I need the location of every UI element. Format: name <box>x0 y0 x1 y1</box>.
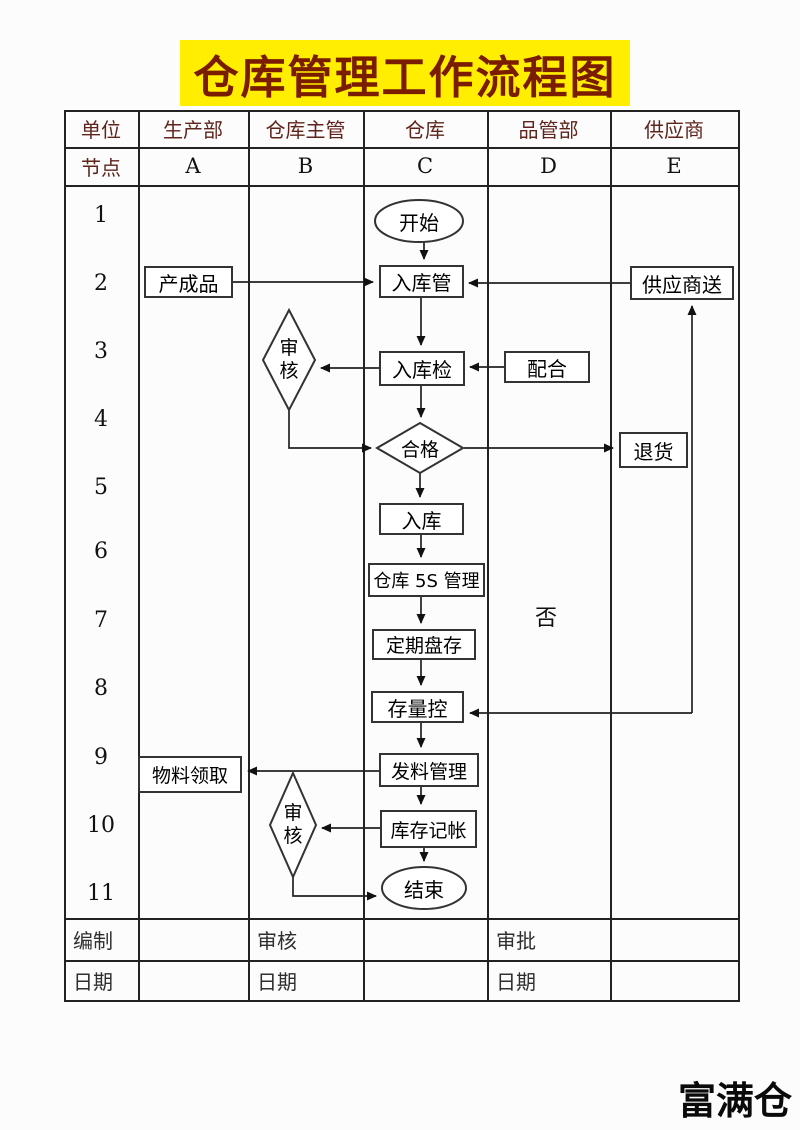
grid-hline <box>64 1000 740 1002</box>
flow-put-in-storage: 入库 <box>379 503 464 535</box>
footer-date-label: 日期 <box>257 969 297 994</box>
flow-finished-goods: 产成品 <box>144 266 233 298</box>
footer-date-label: 日期 <box>496 969 536 994</box>
row-number: 6 <box>94 538 108 564</box>
footer-reviewed-label: 审核 <box>257 928 297 953</box>
header-warehouse-supervisor: 仓库主管 <box>265 118 346 142</box>
flow-review1-label: 审核 <box>279 337 299 382</box>
grid-vline <box>487 110 489 1002</box>
flow-stock-control: 存量控 <box>371 691 464 723</box>
node-id-d: D <box>540 154 557 178</box>
qualified-decision-shape <box>375 421 465 475</box>
flow-start-label: 开始 <box>399 210 439 235</box>
flow-inbound-management: 入库管 <box>379 265 464 298</box>
header-supplier: 供应商 <box>644 118 704 142</box>
grid-hline <box>64 918 740 920</box>
start-terminator-shape <box>374 199 464 243</box>
flow-qualified-label: 合格 <box>400 438 439 461</box>
grid-hline <box>64 185 740 187</box>
row-number: 8 <box>94 675 108 701</box>
page-title: 仓库管理工作流程图 <box>193 50 617 104</box>
grid-vline <box>610 110 612 1002</box>
review1-decision-shape <box>261 307 317 413</box>
flow-return-goods: 退货 <box>619 432 688 468</box>
title-highlight: 仓库管理工作流程图 <box>180 40 630 106</box>
row-number: 3 <box>94 338 108 364</box>
flow-no-label: 否 <box>535 606 558 631</box>
flow-warehouse-5s: 仓库 5S 管理 <box>368 563 485 597</box>
footer-date-label: 日期 <box>73 969 113 994</box>
flow-issue-management: 发料管理 <box>379 753 479 787</box>
flow-supplier-delivery: 供应商送 <box>630 266 734 300</box>
flow-end-label: 结束 <box>404 877 444 902</box>
grid-vline <box>64 110 66 1002</box>
node-id-c: C <box>416 154 434 178</box>
grid-vline <box>138 110 140 1002</box>
end-terminator-shape <box>381 866 467 910</box>
footer-prepared-label: 编制 <box>73 928 113 953</box>
grid-hline <box>64 110 740 112</box>
header-warehouse: 仓库 <box>405 118 445 142</box>
footer-approved-label: 审批 <box>496 928 536 953</box>
row-number: 7 <box>94 607 108 633</box>
row-number: 5 <box>94 474 108 500</box>
row-number: 1 <box>94 202 108 228</box>
grid-hline <box>64 960 740 962</box>
grid-vline <box>248 110 250 1002</box>
flow-material-pickup: 物料领取 <box>138 756 242 793</box>
brand-logo-text: 富满仓 <box>677 1078 792 1123</box>
flow-stock-ledger: 库存记帐 <box>380 810 477 848</box>
node-id-a: A <box>185 154 201 178</box>
row-number: 2 <box>94 270 108 296</box>
row-number: 9 <box>94 744 108 770</box>
header-quality-dept: 品管部 <box>518 118 579 142</box>
grid-vline <box>363 110 365 1002</box>
grid-hline <box>64 147 740 149</box>
review2-decision-shape <box>268 770 318 880</box>
node-id-e: E <box>666 154 682 178</box>
row-number: 11 <box>87 880 115 906</box>
grid-vline <box>738 110 740 1002</box>
row-number: 10 <box>87 812 115 838</box>
header-node: 节点 <box>81 155 121 180</box>
flow-review2-label: 审核 <box>283 802 303 847</box>
flow-cooperate: 配合 <box>504 351 590 383</box>
header-unit: 单位 <box>81 118 121 142</box>
row-number: 4 <box>94 406 108 432</box>
flow-periodic-inventory: 定期盘存 <box>372 629 476 660</box>
header-production-dept: 生产部 <box>163 118 223 142</box>
node-id-b: B <box>297 154 314 178</box>
flow-inbound-inspection: 入库检 <box>379 351 465 386</box>
